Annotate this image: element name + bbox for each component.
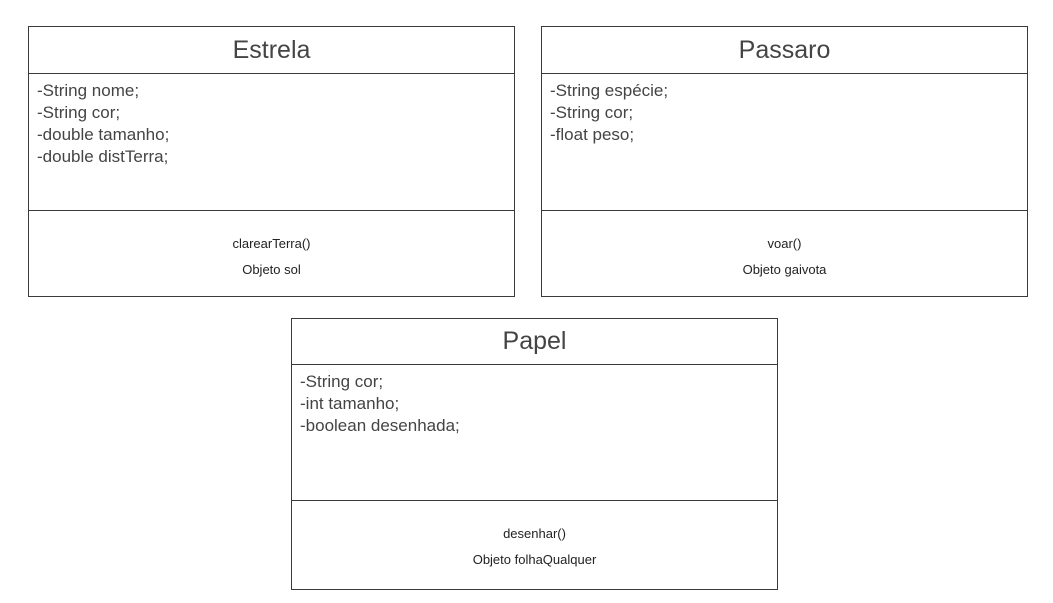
class-methods: voar() Objeto gaivota <box>542 211 1027 296</box>
class-name: Passaro <box>542 27 1027 74</box>
method: voar() <box>767 236 802 251</box>
class-name: Estrela <box>29 27 514 74</box>
attribute: -float peso; <box>550 125 635 144</box>
attribute: -double tamanho; <box>37 125 170 144</box>
attribute: -int tamanho; <box>300 394 400 413</box>
method: clarearTerra() <box>232 236 311 251</box>
attribute: -String espécie; <box>550 81 669 100</box>
uml-class-estrela: Estrela -String nome; -String cor; -doub… <box>28 26 515 297</box>
uml-class-papel: Papel -String cor; -int tamanho; -boolea… <box>291 318 778 590</box>
attribute: -String nome; <box>37 81 140 100</box>
attribute: -double distTerra; <box>37 147 169 166</box>
object-note: Objeto folhaQualquer <box>472 552 597 567</box>
attribute: -String cor; <box>37 103 121 122</box>
class-attributes: -String espécie; -String cor; -float pes… <box>542 74 1027 211</box>
attribute: -String cor; <box>550 103 634 122</box>
class-methods: desenhar() Objeto folhaQualquer <box>292 501 777 589</box>
class-name: Papel <box>292 319 777 365</box>
object-note: Objeto gaivota <box>742 262 827 277</box>
method: desenhar() <box>503 526 566 541</box>
class-attributes: -String cor; -int tamanho; -boolean dese… <box>292 365 777 501</box>
object-note: Objeto sol <box>242 262 301 277</box>
attribute: -String cor; <box>300 372 384 391</box>
class-methods: clarearTerra() Objeto sol <box>29 211 514 296</box>
attribute: -boolean desenhada; <box>300 416 460 435</box>
class-attributes: -String nome; -String cor; -double taman… <box>29 74 514 211</box>
uml-class-passaro: Passaro -String espécie; -String cor; -f… <box>541 26 1028 297</box>
